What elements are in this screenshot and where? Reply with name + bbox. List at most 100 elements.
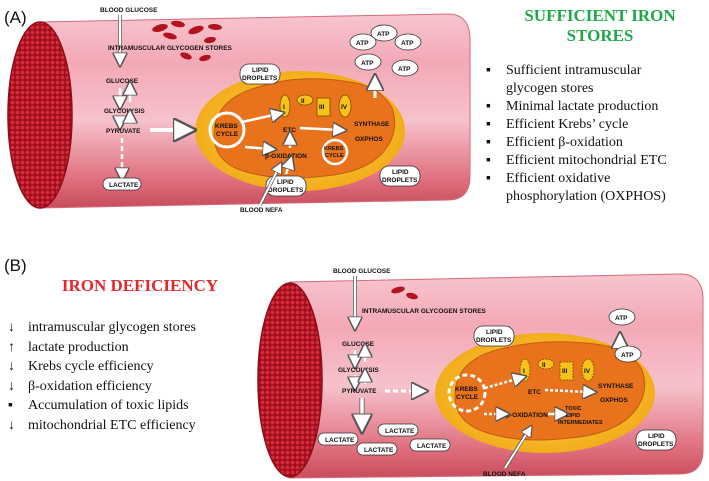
atp-a-5: ATP: [398, 66, 411, 73]
blood-glucose-label-b: BLOOD GLUCOSE: [333, 268, 391, 275]
droplets-a-2: DROPLETS: [268, 187, 304, 194]
lipid-b-1: LIPID: [486, 329, 503, 336]
toxic-label-1: TOXIC: [565, 406, 582, 412]
bullet-item: ↓ mitochondrial ETC efficiency: [4, 416, 254, 436]
lactate-b-3: LACTATE: [364, 447, 394, 454]
bullet-text: Krebs cycle efficiency: [28, 359, 154, 374]
bullet-text: Efficient Krebs’ cycle: [506, 117, 629, 132]
complex-iii-b: III: [562, 368, 568, 375]
bullet-item: glycogen stores: [482, 80, 708, 98]
lactate-label-a: LACTATE: [109, 182, 139, 189]
bullet-marker: ▪: [486, 63, 491, 78]
atp-b-2: ATP: [621, 352, 634, 359]
bullet-marker: ▪: [486, 117, 491, 132]
complex-iv-b: IV: [584, 368, 591, 375]
panel-a-heading-line1: SUFFICIENT IRON: [524, 6, 676, 25]
bullet-marker: ↓: [8, 417, 15, 433]
synthase-label-b: SYNTHASE: [598, 383, 634, 390]
glycolysis-label-b: GLYCOLYSIS: [338, 367, 379, 374]
toxic-label-2: LIPID: [566, 413, 580, 419]
atp-b-1: ATP: [615, 315, 628, 322]
bullet-text: lactate production: [28, 339, 129, 355]
complex-iii-a: III: [319, 104, 325, 111]
bullet-item: ▪ Minimal lactate production: [482, 98, 708, 116]
atp-a-4: ATP: [361, 60, 374, 67]
bullet-marker: ▪: [486, 171, 491, 186]
pyruvate-label-b: PYRUVATE: [342, 388, 377, 395]
bullet-text: Accumulation of toxic lipids: [28, 398, 189, 413]
bullet-text: intramuscular glycogen stores: [28, 320, 196, 335]
panel-a-heading-line2: STORES: [566, 26, 634, 45]
bullet-marker: ▪: [486, 135, 491, 150]
etc-label-b: ETC: [528, 389, 541, 396]
bullet-marker: ↑: [8, 339, 15, 355]
bullet-text: Efficient mitochondrial ETC: [506, 153, 667, 168]
bullet-item: ↓ Krebs cycle efficiency: [4, 357, 254, 377]
bullet-marker: ▪: [486, 153, 491, 168]
complex-iv-a: IV: [341, 104, 348, 111]
panel-b-heading: IRON DEFICIENCY: [61, 276, 219, 295]
krebs-cycle-label-a: CYCLE: [216, 131, 239, 138]
pyruvate-label-a: PYRUVATE: [106, 128, 141, 135]
glycogen-label-a: INTRAMUSCULAR GLYCOGEN STORES: [108, 45, 233, 52]
bullet-marker: ↓: [8, 359, 15, 374]
etc-label-a: ETC: [283, 127, 296, 134]
oxphos-label-b: OXPHOS: [600, 397, 628, 404]
bullet-text: glycogen stores: [506, 81, 594, 96]
bullet-item: ▪ Efficient mitochondrial ETC: [482, 152, 708, 170]
beta-ox-label-a: β-OXIDATION: [265, 153, 307, 160]
bullet-item: ↓ β-oxidation efficiency: [4, 377, 254, 397]
bullet-text: Sufficient intramuscular: [506, 63, 642, 78]
blood-nefa-label-a: BLOOD NEFA: [240, 207, 283, 214]
bullet-item: phosphorylation (OXPHOS): [482, 188, 708, 206]
bullet-marker: ▪: [486, 99, 491, 114]
glycogen-granules-a: [152, 20, 222, 62]
krebs-small-label-a: KREBS: [324, 146, 344, 152]
complex-i-b: I: [523, 368, 525, 375]
glucose-label-b: GLUCOSE: [342, 341, 375, 348]
complex-i-a: I: [283, 104, 285, 111]
krebs-label-b: KREBS: [455, 386, 478, 393]
bullet-text: Efficient oxidative: [506, 171, 611, 186]
bullet-item: ↓ intramuscular glycogen stores: [4, 318, 254, 338]
bullet-marker: ↓: [8, 320, 15, 335]
bullet-item: ▪ Efficient oxidative: [482, 170, 708, 188]
glycogen-granules-b: [391, 286, 418, 300]
droplets-b-1: DROPLETS: [476, 337, 512, 344]
bullet-item: ▪ Accumulation of toxic lipids: [4, 396, 254, 416]
atp-a-1: ATP: [356, 40, 369, 47]
bullet-text: Minimal lactate production: [506, 99, 659, 114]
krebs-small-cycle-a: CYCLE: [325, 153, 344, 159]
krebs-label-a: KREBS: [215, 123, 238, 130]
bullet-text: Efficient β-oxidation: [506, 135, 623, 150]
glycolysis-label-a: GLYCOLYSIS: [104, 108, 145, 115]
panel-a-label: (A): [4, 8, 27, 27]
synthase-label-a: SYNTHASE: [354, 121, 390, 128]
complex-ii-a: II: [301, 98, 305, 105]
atp-a-2: ATP: [377, 31, 390, 38]
lactate-b-2: LACTATE: [385, 428, 415, 435]
beta-ox-label-b: β-OXIDATION: [506, 412, 548, 419]
oxphos-label-a: OXPHOS: [355, 136, 383, 143]
lipid-a-3: LIPID: [392, 169, 409, 176]
bullet-marker: ↓: [8, 378, 15, 394]
bullet-text: mitochondrial ETC efficiency: [28, 417, 196, 433]
panel-a-bullet-list: ▪ Sufficient intramuscular glycogen stores…: [482, 62, 708, 206]
panel-b-bullet-list: ↓ intramuscular glycogen stores ↑ lactate p…: [4, 318, 254, 435]
droplets-b-2: DROPLETS: [638, 441, 674, 448]
bullet-item: ↑ lactate production: [4, 338, 254, 358]
bullet-item: ▪ Sufficient intramuscular: [482, 62, 708, 80]
blood-glucose-label-a: BLOOD GLUCOSE: [100, 7, 158, 14]
pathway-b: BLOOD GLUCOSE INTRAMUSCULAR GLYCOGEN STO…: [317, 268, 677, 478]
bullet-marker: ▪: [8, 398, 13, 413]
atp-a-3: ATP: [401, 40, 414, 47]
lipid-b-2: LIPID: [648, 433, 665, 440]
panel-a-heading: SUFFICIENT IRON STORES: [500, 6, 700, 46]
pathway-a: BLOOD GLUCOSE INTRAMUSCULAR GLYCOGEN STO…: [100, 7, 422, 214]
droplets-a-3: DROPLETS: [382, 177, 418, 184]
bullet-item: ▪ Efficient β-oxidation: [482, 134, 708, 152]
blood-nefa-label-b: BLOOD NEFA: [483, 471, 526, 478]
krebs-cycle-label-b: CYCLE: [456, 394, 479, 401]
bullet-text: β-oxidation efficiency: [28, 378, 152, 394]
